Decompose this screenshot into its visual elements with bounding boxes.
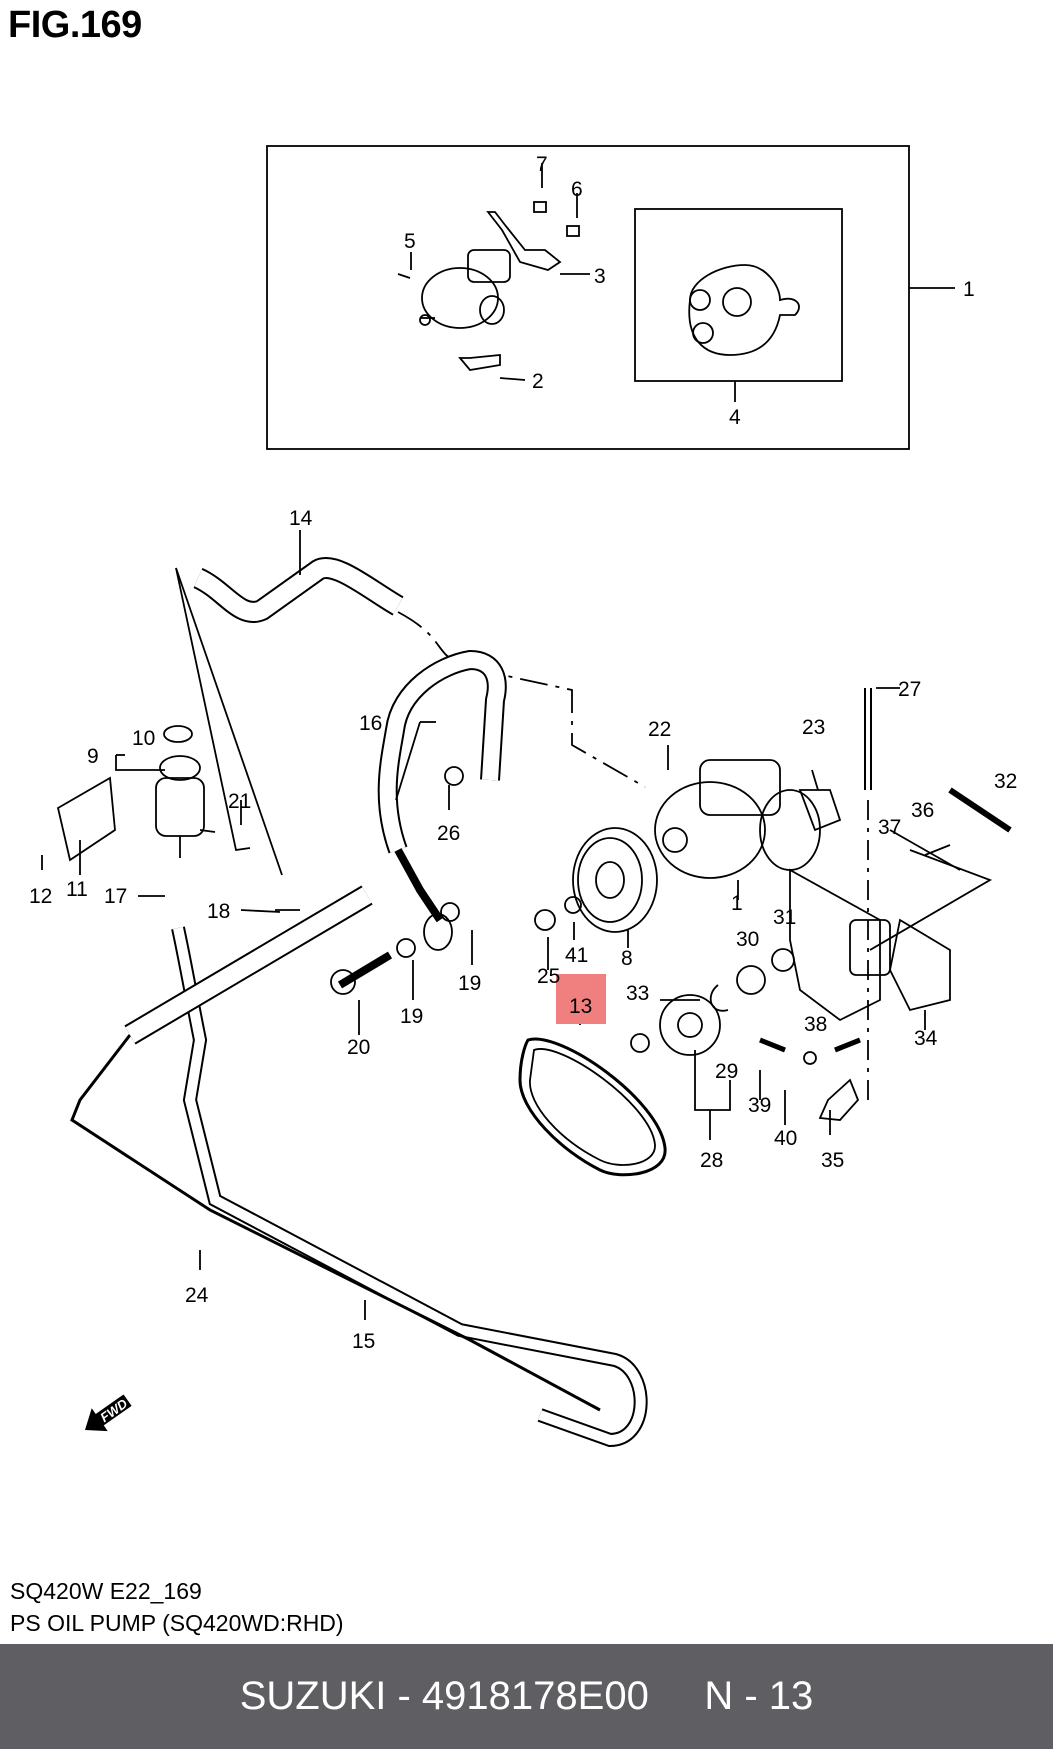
- callout-label: 26: [437, 822, 460, 845]
- callout-label: 16: [359, 712, 382, 735]
- part-number-bar: SUZUKI - 4918178E00 N - 13: [0, 1644, 1053, 1749]
- callout-label: 22: [648, 718, 671, 741]
- callout-label: 11: [66, 878, 88, 901]
- callout-label: 7: [536, 153, 548, 176]
- callout-label: 5: [404, 230, 416, 253]
- callout-label: 1: [731, 892, 743, 915]
- callout-label: 8: [621, 947, 633, 970]
- callout-label: 3: [594, 265, 606, 288]
- callout-label: 36: [911, 799, 934, 822]
- callout-labels: 1 2 3 4 5 6 7 8 9 10 11 12 13 14 15 16 1…: [29, 153, 1017, 1353]
- callout-label: 29: [715, 1060, 738, 1083]
- callout-label: 32: [994, 770, 1017, 793]
- callout-label: 21: [228, 790, 251, 813]
- callout-label: 1: [963, 278, 975, 301]
- callout-label: 19: [458, 972, 481, 995]
- figure-title: FIG.169: [8, 4, 142, 46]
- callout-label: 10: [132, 727, 155, 750]
- callout-label: 2: [532, 370, 544, 393]
- callout-label: 23: [802, 716, 825, 739]
- callout-label: 34: [914, 1027, 938, 1050]
- power-steering-pump-icon: [654, 759, 842, 879]
- part-number-text: SUZUKI - 4918178E00 N - 13: [239, 1674, 814, 1718]
- callout-label: 15: [352, 1330, 375, 1353]
- callout-label: 28: [700, 1149, 723, 1172]
- callout-label: 31: [773, 906, 796, 929]
- pulley-icon: [572, 827, 658, 933]
- callout-label: 17: [104, 885, 127, 908]
- callout-label: 33: [626, 982, 649, 1005]
- callout-label: 14: [289, 507, 313, 530]
- callout-label: 35: [821, 1149, 844, 1172]
- callout-label: 6: [571, 178, 583, 201]
- callout-label: 39: [748, 1094, 771, 1117]
- callout-label: 20: [347, 1036, 370, 1059]
- callout-label: 18: [207, 900, 230, 923]
- callout-label: 41: [565, 944, 588, 967]
- diagram-code: SQ420W E22_169: [10, 1578, 202, 1604]
- return-hose: [192, 557, 404, 623]
- callout-label: 25: [537, 965, 560, 988]
- diagram-description: PS OIL PUMP (SQ420WD:RHD): [10, 1610, 344, 1636]
- sub-assembly-box: [634, 208, 843, 382]
- callout-label: 37: [878, 816, 901, 839]
- assembly-box: [266, 145, 910, 450]
- callout-label: 24: [185, 1284, 209, 1307]
- highlight-box: [556, 974, 606, 1024]
- pump-body-icon: [688, 264, 800, 356]
- fwd-arrow-icon: FWD: [85, 1394, 132, 1432]
- callout-label: 30: [736, 928, 759, 951]
- pressure-pipe: [377, 649, 507, 951]
- callout-label: 13: [569, 995, 592, 1018]
- callout-label: 27: [898, 678, 921, 701]
- drive-belt: [518, 1037, 667, 1177]
- callout-label: 12: [29, 885, 52, 908]
- pump-assembly-icon: [397, 211, 562, 371]
- bracket-icon: [789, 868, 951, 1022]
- callout-label: 9: [87, 745, 99, 768]
- lower-pipe: [70, 885, 648, 1448]
- callout-label: 4: [729, 406, 741, 429]
- callout-label: 40: [774, 1127, 797, 1150]
- reservoir-icon: [56, 725, 216, 862]
- callout-label: 38: [804, 1013, 827, 1036]
- callout-label: 19: [400, 1005, 423, 1028]
